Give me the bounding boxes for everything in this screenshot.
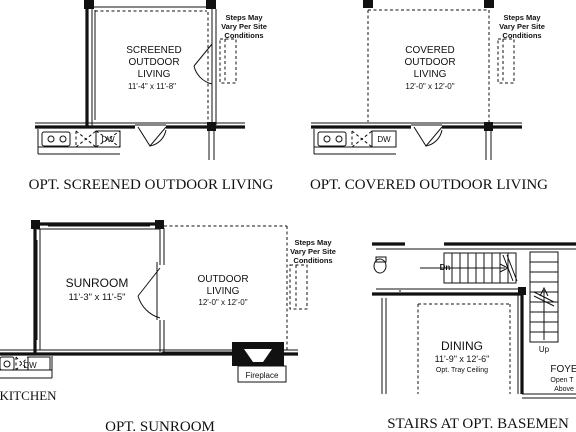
screened-dw-label: DW [101,135,115,144]
sunroom-caption: OPT. SUNROOM [105,419,215,432]
sunroom-plan: Fireplace DW SUNROOM 11'-3" x 11'-5" OUT… [0,220,336,432]
covered-post-top-left [363,0,373,8]
screened-room-name-line2: OUTDOOR [128,57,179,68]
covered-caption: OPT. COVERED OUTDOOR LIVING [310,177,548,193]
screened-steps-note-3: Conditions [224,31,263,40]
screened-outdoor-living-plan: SCREENED OUTDOOR LIVING 11'-4" x 11'-8" … [29,0,274,193]
stairs-caption: STAIRS AT OPT. BASEMEN [387,416,569,432]
sunroom-steps [289,264,308,310]
covered-sink [317,131,347,147]
covered-post-top-right [484,0,494,8]
fireplace: Fireplace [232,342,287,383]
screened-steps-note-2: Vary Per Site [221,22,267,31]
stairs-dn-label: Dn [440,263,451,272]
screened-left-wall [85,0,96,127]
screened-dimensions: 11'-4" x 11'-8" [128,82,176,91]
dining-tray-ceiling-note: Opt. Tray Ceiling [436,367,488,374]
covered-house-wall [311,122,522,160]
stairs-basement-plan: Dn Up DINING 11'-9" x 12'-6" Opt. Tray C… [372,242,576,432]
dining-dimensions: 11'-9" x 12'-6" [435,354,490,364]
sunroom-steps-note-1: Steps May [294,238,332,247]
covered-room-name-line1: COVERED [405,45,454,56]
foyer-note-line2: Above [554,386,574,393]
sunroom-walls [31,220,165,354]
basement-stairs-down [420,252,518,284]
screened-steps [219,38,237,84]
fireplace-label: Fireplace [246,371,279,380]
screened-sink [41,131,71,147]
covered-steps-note-3: Conditions [502,31,541,40]
covered-steps-note-1: Steps May [503,13,541,22]
screened-house-wall [35,122,245,160]
dining-room [381,298,511,394]
screened-room-name-line1: SCREENED [126,45,182,56]
screened-steps-note-1: Steps May [225,13,263,22]
covered-room-name-line2: OUTDOOR [404,57,455,68]
outdoor-living-name-line2: LIVING [207,286,240,297]
covered-kitchen-counter: DW [313,129,397,155]
covered-steps [497,38,515,84]
stairs-walls [372,242,576,399]
sunroom-dimensions: 11'-3" x 11'-5" [68,292,125,303]
screened-dishwasher [95,130,121,148]
sunroom-door [137,262,161,320]
screened-caption: OPT. SCREENED OUTDOOR LIVING [29,177,274,193]
sunroom-dishwasher [27,356,51,371]
sunroom-steps-note-2: Vary Per Site [290,247,336,256]
screened-right-wall [207,9,217,125]
stairs-up-label: Up [539,345,550,354]
toilet-icon [373,256,387,274]
outdoor-living-name-line1: OUTDOOR [197,274,248,285]
covered-dishwasher [371,130,397,148]
screened-room-name-line3: LIVING [138,69,171,80]
basement-stairs-up [529,251,559,343]
foyer-room-name: FOYE [550,364,576,375]
sunroom-kitchen-counter: DW [0,356,53,379]
screened-sliding-door [135,124,167,147]
outdoor-living-area [164,225,288,350]
outdoor-living-dimensions: 12'-0" x 12'-0" [198,298,247,307]
sunroom-steps-note-3: Conditions [293,256,332,265]
screened-post-top-left [84,0,94,9]
covered-dimensions: 12'-0" x 12'-0" [405,82,454,91]
covered-room-name-line3: LIVING [414,69,447,80]
sunroom-sink [0,356,15,371]
covered-steps-note-2: Vary Per Site [499,22,545,31]
covered-dw-label: DW [377,135,391,144]
screened-post-top-right [206,0,216,9]
sunroom-room-name: SUNROOM [66,276,129,290]
sunroom-windows [36,225,150,340]
dining-room-name: DINING [441,339,483,353]
covered-outdoor-living-plan: COVERED OUTDOOR LIVING 12'-0" x 12'-0" S… [310,0,548,193]
screened-door [193,43,213,85]
foyer-note-line1: Open T [550,377,574,384]
covered-sliding-door [411,124,443,147]
kitchen-label: KITCHEN [0,388,57,403]
sunroom-dw-label: DW [23,361,37,370]
screened-kitchen-counter: DW [37,129,121,155]
